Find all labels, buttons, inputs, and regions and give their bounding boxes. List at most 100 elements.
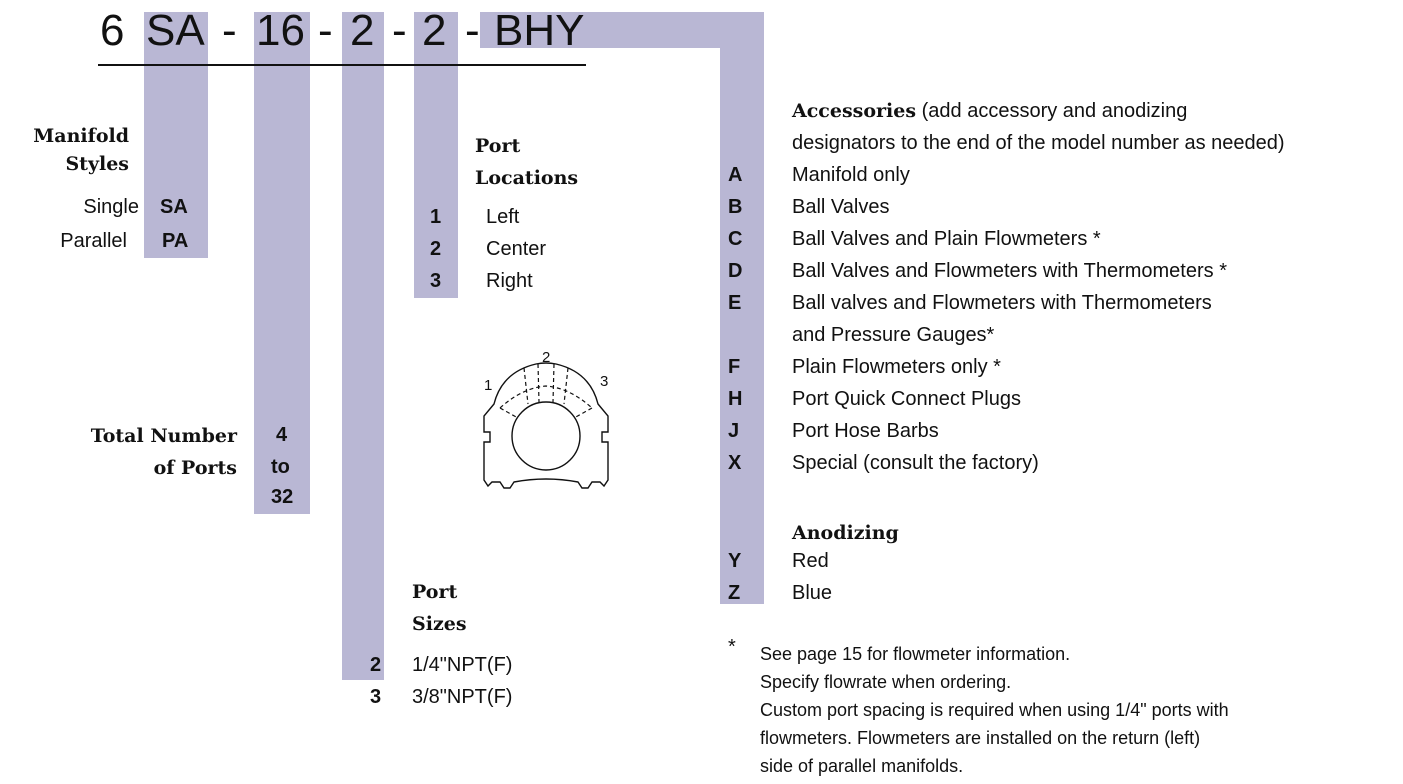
style-bar	[144, 12, 208, 258]
location-code: 1	[430, 206, 442, 228]
accessory-label: Ball Valves	[792, 196, 890, 218]
accessory-code: F	[728, 356, 741, 378]
location-code: 2	[430, 238, 442, 260]
list-item: X Special (consult the factory)	[728, 448, 1227, 480]
accessories-heading: Accessories (add accessory and anodizing…	[792, 96, 1285, 158]
footnote: See page 15 for flowmeter information. S…	[760, 640, 1229, 780]
accessories-note: (add accessory and anodizing	[916, 100, 1188, 122]
ports-max: 32	[271, 486, 294, 508]
anodizing-heading: Anodizing	[792, 522, 899, 544]
model-size-code: 2	[350, 6, 375, 55]
accessory-label: Ball Valves and Plain Flowmeters *	[792, 228, 1101, 250]
model-dash: -	[392, 6, 407, 55]
anodizing-label: Red	[792, 550, 829, 572]
port-locations-heading: Port Locations	[475, 130, 578, 194]
accessories-title: Accessories	[792, 100, 917, 122]
list-item: Z Blue	[728, 578, 832, 610]
heading-line: Locations	[475, 167, 579, 189]
model-dash: -	[222, 6, 237, 55]
heading-line: Port	[412, 581, 458, 603]
anodizing-code: Y	[728, 550, 742, 572]
diagram-label-2: 2	[542, 349, 550, 366]
accessory-code: A	[728, 164, 743, 186]
location-bar	[414, 12, 458, 298]
accessory-label: Ball Valves and Flowmeters with Thermome…	[792, 260, 1227, 282]
anodizing-list: Y Red Z Blue	[728, 546, 832, 610]
accessory-code: D	[728, 260, 743, 282]
style-option-label: Single	[83, 196, 139, 218]
manifold-cross-section-diagram: 1 2 3	[483, 349, 609, 489]
port-sizes-heading: Port Sizes	[412, 576, 467, 640]
accessory-label: Ball valves and Flowmeters with Thermome…	[792, 292, 1212, 314]
size-code: 3	[370, 686, 382, 708]
list-item: B Ball Valves	[728, 192, 1227, 224]
size-bar	[342, 12, 384, 680]
list-item: J Port Hose Barbs	[728, 416, 1227, 448]
accessory-code: H	[728, 388, 743, 410]
accessories-bar	[720, 12, 764, 604]
accessory-code: X	[728, 452, 742, 474]
list-item: Y Red	[728, 546, 832, 578]
footnote-marker: *	[728, 636, 736, 658]
size-label: 3/8"NPT(F)	[412, 686, 513, 708]
footnote-line: side of parallel manifolds.	[760, 756, 964, 776]
accessories-note-line2: designators to the end of the model numb…	[792, 132, 1285, 154]
style-option-code: PA	[162, 230, 189, 252]
location-label: Center	[486, 238, 547, 260]
footnote-line: Custom port spacing is required when usi…	[760, 700, 1229, 720]
location-label: Right	[486, 270, 533, 292]
diagram-label-1: 1	[484, 377, 492, 394]
accessory-code: B	[728, 196, 743, 218]
heading-line: of Ports	[153, 457, 237, 479]
list-item: and Pressure Gauges*	[728, 320, 1227, 352]
ports-min: 4	[276, 424, 288, 446]
heading-line: Total Number	[90, 425, 237, 447]
size-code: 2	[370, 654, 382, 676]
manifold-styles-heading: Manifold Styles	[33, 122, 129, 178]
footnote-line: See page 15 for flowmeter information.	[760, 644, 1071, 664]
accessory-label: Port Quick Connect Plugs	[792, 388, 1021, 410]
model-dash: -	[318, 6, 333, 55]
ports-bar	[254, 12, 310, 514]
anodizing-code: Z	[728, 582, 741, 604]
location-code: 3	[430, 270, 442, 292]
list-item: E Ball valves and Flowmeters with Thermom…	[728, 288, 1227, 320]
model-location-code: 2	[422, 6, 447, 55]
size-label: 1/4"NPT(F)	[412, 654, 513, 676]
ports-to: to	[271, 456, 290, 478]
accessory-label: Plain Flowmeters only *	[792, 356, 1001, 378]
heading-line: Sizes	[412, 613, 467, 635]
total-ports-heading: Total Number of Ports	[91, 420, 237, 484]
accessory-label: and Pressure Gauges*	[792, 324, 995, 346]
list-item: H Port Quick Connect Plugs	[728, 384, 1227, 416]
accessory-label: Port Hose Barbs	[792, 420, 939, 442]
list-item: F Plain Flowmeters only *	[728, 352, 1227, 384]
accessory-code: J	[728, 420, 740, 442]
model-style-code: SA	[146, 6, 205, 55]
anodizing-label: Blue	[792, 582, 833, 604]
accessory-code: E	[728, 292, 742, 314]
footnote-line: Specify flowrate when ordering.	[760, 672, 1012, 692]
list-item: D Ball Valves and Flowmeters with Thermom…	[728, 256, 1227, 288]
model-dash: -	[465, 6, 480, 55]
location-label: Left	[486, 206, 520, 228]
accessory-code: C	[728, 228, 743, 250]
style-option-code: SA	[160, 196, 188, 218]
accessory-list: A Manifold only B Ball Valves C Ball Valves…	[728, 160, 1227, 480]
heading-line: Port	[475, 135, 521, 157]
heading-line: Styles	[65, 153, 129, 175]
model-underline	[98, 64, 586, 66]
heading-line: Manifold	[33, 125, 129, 147]
model-ports-code: 16	[256, 6, 305, 55]
style-option-label: Parallel	[60, 230, 127, 252]
diagram-label-3: 3	[600, 373, 608, 390]
model-accessories-code: BHY	[494, 6, 585, 55]
accessory-label: Special (consult the factory)	[792, 452, 1039, 474]
footnote-line: flowmeters. Flowmeters are installed on …	[760, 728, 1201, 748]
model-lead: 6	[100, 6, 125, 55]
list-item: A Manifold only	[728, 160, 1227, 192]
accessory-label: Manifold only	[792, 164, 910, 186]
accessories-bar-top	[480, 12, 764, 48]
model-number: 6	[100, 4, 124, 58]
list-item: C Ball Valves and Plain Flowmeters *	[728, 224, 1227, 256]
